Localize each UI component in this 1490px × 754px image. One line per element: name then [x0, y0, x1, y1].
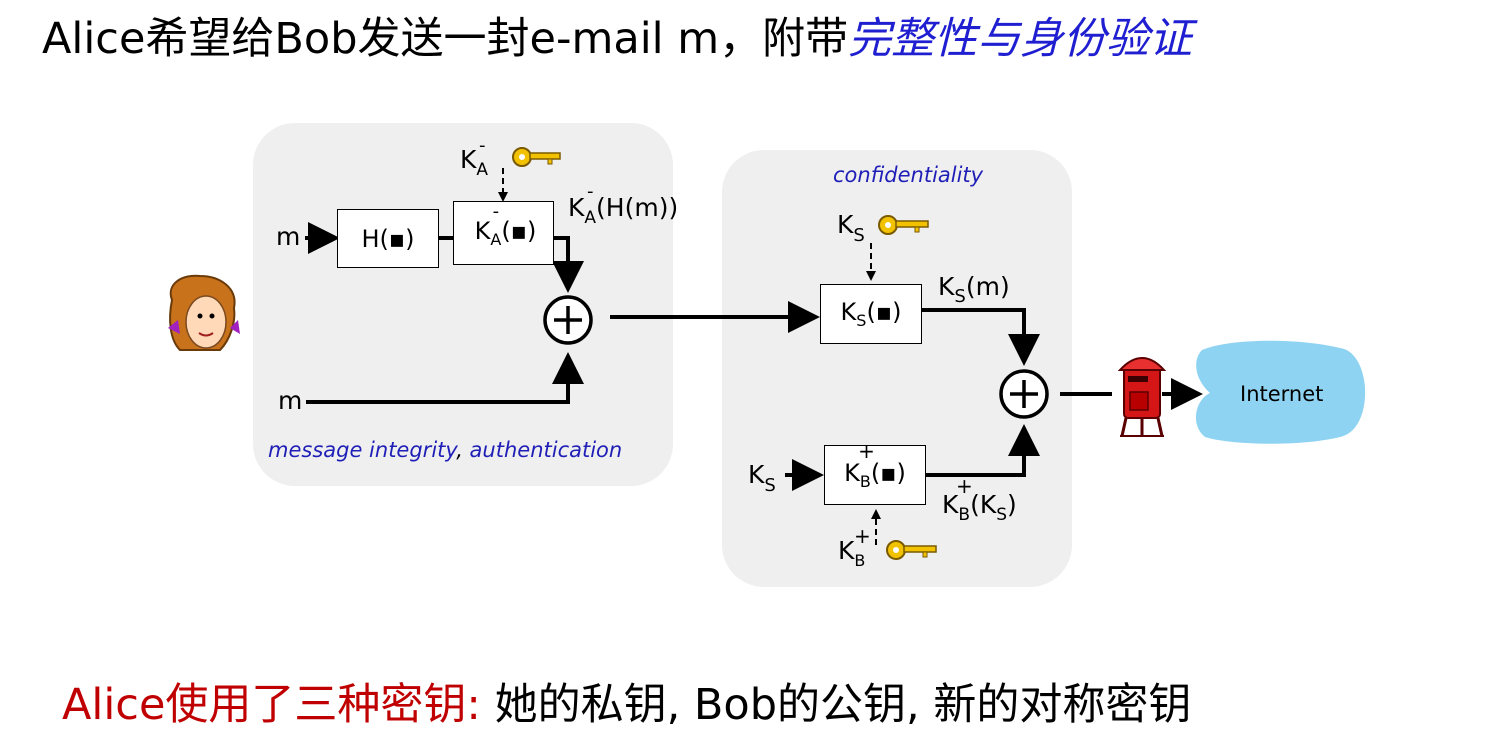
- hash-function-box: H(▪): [337, 209, 439, 268]
- summary-highlight: Alice使用了三种密钥:: [62, 680, 481, 730]
- summary-rest: 她的私钥, Bob的公钥, 新的对称密钥: [480, 680, 1192, 730]
- signed-digest-label: K-A(H(m)): [568, 181, 679, 228]
- input-m-bottom: m: [278, 386, 303, 415]
- integrity-panel: [253, 123, 673, 486]
- title-highlight: 完整性与身份验证: [848, 14, 1193, 64]
- mailbox-icon: [1117, 357, 1167, 437]
- symmetric-encrypt-box: KS(▪): [820, 284, 922, 344]
- alice-avatar: [168, 274, 240, 351]
- symmetric-output-label: KS(m): [938, 272, 1010, 307]
- integrity-caption: message integrity, authentication: [268, 438, 623, 462]
- title-text: Alice希望给Bob发送一封e-mail m，附带: [42, 14, 849, 64]
- encrypted-session-key-label: K+B(KS): [942, 474, 1017, 525]
- key-icon-public-b: [886, 540, 937, 560]
- confidentiality-caption: confidentiality: [833, 163, 984, 187]
- key-icon-symmetric: [878, 215, 929, 235]
- internet-label: Internet: [1240, 382, 1324, 406]
- internet-cloud: [1195, 340, 1366, 444]
- symmetric-key-label: KS: [837, 210, 865, 246]
- private-key-label: K-A: [460, 135, 489, 180]
- private-key-sign-box: K-A(▪): [453, 201, 554, 265]
- public-key-encrypt-box: K+B(▪): [824, 439, 926, 505]
- session-key-input-label: KS: [748, 460, 776, 496]
- slide-title: Alice希望给Bob发送一封e-mail m，附带完整性与身份验证: [42, 4, 1192, 66]
- input-m-top: m: [276, 222, 301, 251]
- public-key-label: K+B: [838, 524, 871, 570]
- key-icon-private-a: [512, 147, 561, 167]
- summary-text: Alice使用了三种密钥: 她的私钥, Bob的公钥, 新的对称密钥: [62, 670, 1191, 732]
